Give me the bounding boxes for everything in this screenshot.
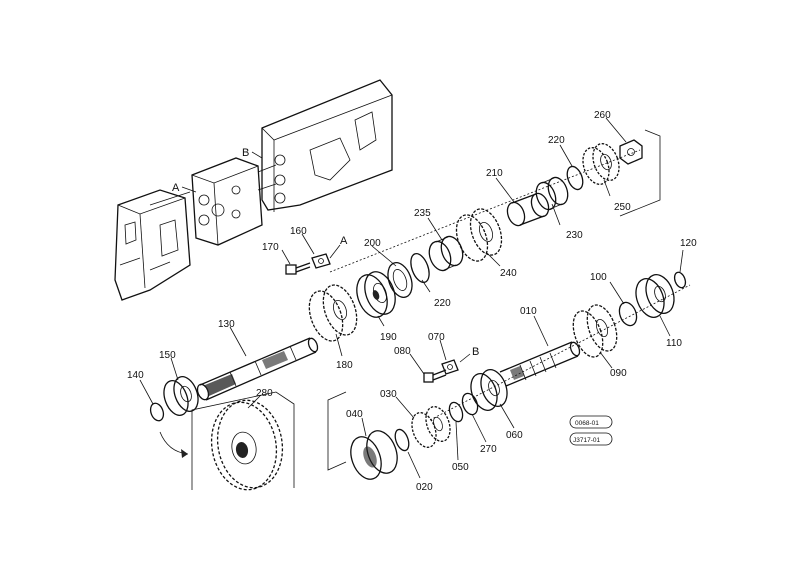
part-210-collar xyxy=(506,192,550,227)
part-260-nut xyxy=(619,139,643,165)
upper-axis-line xyxy=(329,149,641,273)
label-280: 280 xyxy=(256,388,273,399)
label-090: 090 xyxy=(610,368,627,379)
part-110-bearing xyxy=(635,274,675,318)
label-170: 170 xyxy=(262,242,279,253)
label-060: 060 xyxy=(506,430,523,441)
callout-b-housing: B xyxy=(242,147,249,159)
label-200: 200 xyxy=(364,238,381,249)
reference-codes: 0068-01 J3717-01 xyxy=(569,415,613,446)
label-220-upper: 220 xyxy=(548,135,565,146)
label-100: 100 xyxy=(590,272,607,283)
part-080-bolt xyxy=(423,369,447,383)
label-260: 260 xyxy=(594,110,611,121)
part-280-gear-detail xyxy=(191,391,295,491)
callout-b-lower: B xyxy=(472,346,479,358)
part-050-ring xyxy=(448,401,464,423)
part-220-snap-ring-upper xyxy=(566,165,584,191)
label-020: 020 xyxy=(416,482,433,493)
leader-lines xyxy=(139,117,684,479)
part-200-ring xyxy=(387,262,413,298)
part-030-hub xyxy=(411,406,451,448)
part-230-needle-bearing xyxy=(535,176,569,211)
transmission-housing xyxy=(114,79,393,301)
label-235: 235 xyxy=(414,208,431,219)
part-180-gear xyxy=(308,284,358,342)
part-010-shaft xyxy=(499,341,581,387)
part-160-washer xyxy=(311,253,331,269)
label-160: 160 xyxy=(290,226,307,237)
part-040-sleeve xyxy=(350,430,398,480)
label-210: 210 xyxy=(486,168,503,179)
part-130-shaft xyxy=(196,337,319,401)
lower-bracket xyxy=(327,391,347,471)
label-080: 080 xyxy=(394,346,411,357)
ref-code-1: 0068-01 xyxy=(575,420,599,427)
label-250: 250 xyxy=(614,202,631,213)
label-180: 180 xyxy=(336,360,353,371)
part-070-washer xyxy=(441,359,459,375)
part-020-snap-ring xyxy=(394,428,410,452)
label-050: 050 xyxy=(452,462,469,473)
part-240-gear xyxy=(455,208,503,262)
label-150: 150 xyxy=(159,350,176,361)
label-190: 190 xyxy=(380,332,397,343)
callout-a-housing: A xyxy=(172,182,180,194)
label-120: 120 xyxy=(680,238,697,249)
label-230: 230 xyxy=(566,230,583,241)
label-070: 070 xyxy=(428,332,445,343)
part-170-bolt xyxy=(285,262,311,275)
callout-b-line xyxy=(251,151,263,159)
part-220-snap-ring xyxy=(410,252,430,284)
part-labels: 170 160 200 235 210 220 260 230 250 220 … xyxy=(127,110,697,493)
label-010: 010 xyxy=(520,306,537,317)
part-060-bearing xyxy=(470,369,508,411)
part-120-snap-ring xyxy=(673,271,687,289)
part-190-bearing xyxy=(356,271,396,318)
ref-code-2: J3717-01 xyxy=(573,437,600,444)
part-150-bearing xyxy=(163,376,199,416)
label-030: 030 xyxy=(380,389,397,400)
label-110: 110 xyxy=(666,338,682,349)
part-270-collar xyxy=(461,392,479,416)
label-040: 040 xyxy=(346,409,363,420)
callout-a-line xyxy=(181,186,197,193)
callout-a-upper: A xyxy=(340,235,348,247)
part-250-gear xyxy=(582,143,620,185)
part-235-needle-bearing xyxy=(428,235,464,272)
label-270: 270 xyxy=(480,444,497,455)
part-100-collar xyxy=(618,301,638,327)
label-220-lower: 220 xyxy=(434,298,451,309)
part-090-gear xyxy=(572,304,618,358)
label-140: 140 xyxy=(127,370,144,381)
part-140-snap-ring xyxy=(149,402,165,422)
detail-arrow-280 xyxy=(159,431,189,455)
label-240: 240 xyxy=(500,268,517,279)
label-130: 130 xyxy=(218,319,235,330)
